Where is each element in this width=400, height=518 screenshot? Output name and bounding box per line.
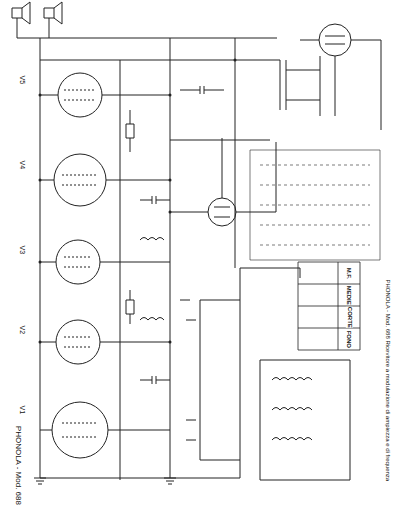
tube-label: V3 [18, 245, 26, 256]
table-cell: CORTE [346, 307, 353, 328]
title-text: PHONOLA - Mod. 688 Ricevitore a modulazi… [385, 278, 392, 482]
table-cell: M.F. [346, 267, 353, 278]
tube-label: V1 [18, 405, 26, 416]
tube-label: V2 [18, 325, 26, 336]
title-text: PHONOLA - Mod. 688 [14, 424, 23, 505]
table-cell: MEDIE [346, 285, 353, 304]
table-cell: FONO [346, 330, 353, 347]
tube-label: V4 [18, 160, 26, 171]
tube-label: V5 [18, 75, 26, 86]
